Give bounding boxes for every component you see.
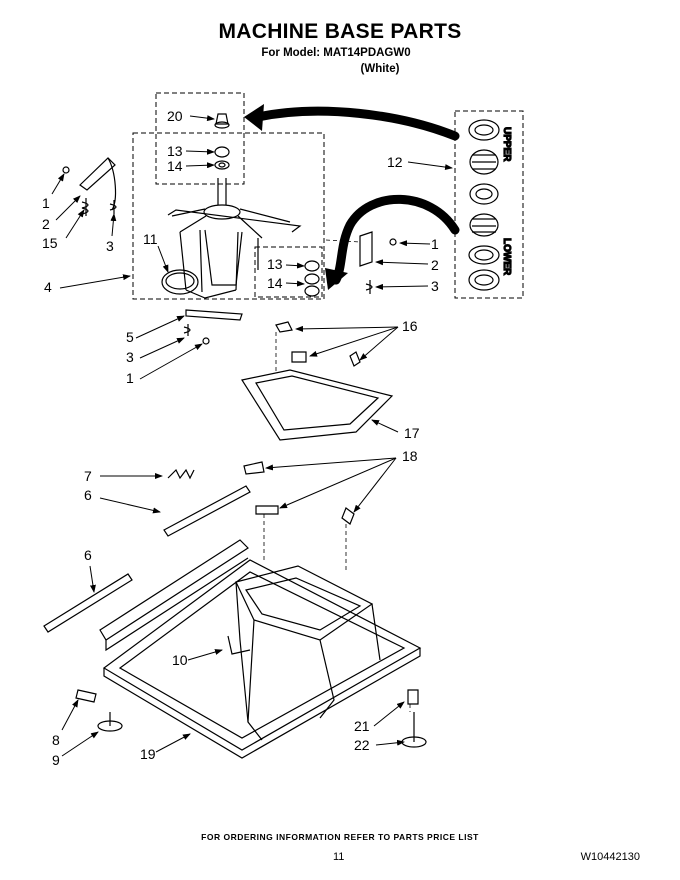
callout-20: 20: [167, 108, 183, 124]
right-bracket-parts: [359, 231, 397, 294]
callout-6-lower: 6: [84, 547, 92, 563]
callout-1-right: 1: [431, 236, 439, 252]
callout-10: 10: [172, 652, 188, 668]
spring-7: [167, 468, 195, 480]
center-lines: [263, 239, 411, 712]
suspension-frame: [241, 321, 394, 441]
callout-13-upper: 13: [167, 143, 183, 159]
callout-14-lower: 14: [267, 275, 283, 291]
callout-4: 4: [44, 279, 52, 295]
lower-left-bracket: [183, 309, 243, 345]
callout-17: 17: [404, 425, 420, 441]
box-small-parts: [254, 246, 323, 298]
drive-mount-assembly: [167, 178, 302, 299]
ordering-note: FOR ORDERING INFORMATION REFER TO PARTS …: [201, 832, 479, 842]
callout-22: 22: [354, 737, 370, 753]
arrow-upper-kit: [253, 106, 460, 141]
rail-6-upper: [163, 485, 251, 537]
callout-3-lower: 3: [126, 349, 134, 365]
callout-3-left: 3: [106, 238, 114, 254]
machine-base: [99, 539, 422, 759]
feet-parts: [75, 689, 427, 748]
seal-ring-inner: [165, 272, 195, 290]
callout-2-left: 2: [42, 216, 50, 232]
callout-14-upper: 14: [167, 158, 183, 174]
callout-1-left: 1: [42, 195, 50, 211]
arrow-lower-kit-head: [325, 268, 348, 290]
bearing-kit-rings: [468, 119, 500, 291]
dashed-boxes: [132, 92, 524, 300]
callout-19: 19: [140, 746, 156, 762]
box-hub-upper: [155, 92, 245, 185]
arrow-upper-kit-head: [244, 104, 264, 131]
callout-12: 12: [387, 154, 403, 170]
model-line: For Model: MAT14PDAGW0: [261, 47, 411, 59]
clips-18: [243, 461, 355, 525]
small-hub-parts: [304, 260, 320, 297]
box-assembly: [132, 132, 325, 300]
callout-9: 9: [52, 752, 60, 768]
callout-3-right: 3: [431, 278, 439, 294]
kit-label-lower: LOWER: [501, 238, 512, 276]
callout-18: 18: [402, 448, 418, 464]
rail-6-lower: [43, 573, 133, 633]
callout-7: 7: [84, 468, 92, 484]
leader-lines: [51, 115, 453, 757]
callout-11: 11: [143, 231, 158, 247]
left-bracket-parts: [62, 157, 117, 216]
color-line: (White): [360, 63, 400, 75]
callout-16: 16: [402, 318, 418, 334]
callout-21: 21: [354, 718, 370, 734]
callout-5: 5: [126, 329, 134, 345]
callout-6-upper: 6: [84, 487, 92, 503]
callout-2-right: 2: [431, 257, 439, 273]
box-bearing-kit: [454, 110, 524, 299]
seal-ring: [161, 269, 199, 295]
callout-8: 8: [52, 732, 60, 748]
page-number: 11: [333, 851, 345, 863]
page-title: MACHINE BASE PARTS: [218, 20, 462, 43]
kit-label-upper: UPPER: [501, 127, 512, 162]
arrow-lower-kit: [331, 194, 460, 285]
callout-13-lower: 13: [267, 256, 283, 272]
document-number: W10442130: [580, 851, 640, 863]
callout-15: 15: [42, 235, 58, 251]
callout-1-lower: 1: [126, 370, 134, 386]
hub-top-parts: [214, 113, 230, 170]
